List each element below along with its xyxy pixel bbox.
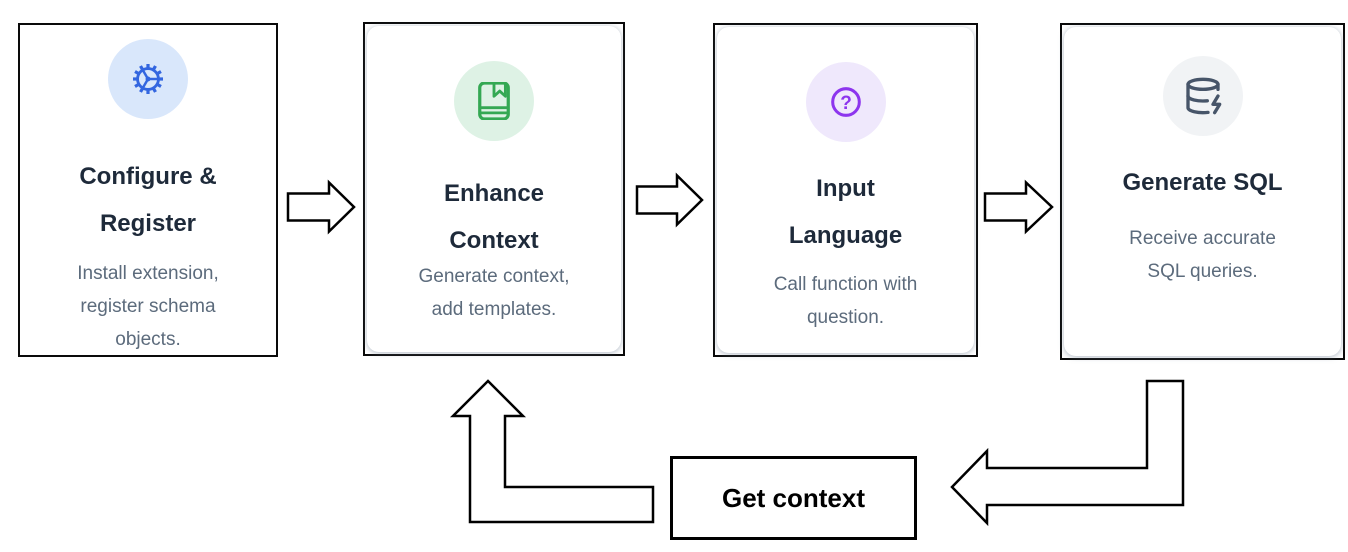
step-title: Input Language: [715, 165, 976, 259]
step-desc-line: Receive accurate: [1129, 228, 1276, 249]
step-title-line: Context: [449, 227, 539, 254]
step-desc-line: Install extension,: [77, 263, 219, 284]
step-description: Call function with question.: [715, 268, 976, 334]
step-desc-line: SQL queries.: [1147, 261, 1258, 282]
question-icon-circle: ?: [805, 62, 886, 142]
step-description: Install extension, register schema objec…: [20, 257, 276, 356]
database-zap-icon: [1185, 77, 1221, 115]
step-desc-line: objects.: [115, 329, 181, 350]
step-title: Enhance Context: [365, 170, 623, 264]
step-card-generate-sql: Generate SQL Receive accurate SQL querie…: [1060, 23, 1345, 360]
get-context-label: Get context: [721, 482, 866, 513]
step-title-line: Language: [788, 222, 903, 249]
step-title: Generate SQL: [1062, 159, 1343, 206]
database-icon-circle: [1162, 56, 1243, 136]
step-desc-line: add templates.: [431, 299, 557, 320]
book-bookmark-icon: [478, 82, 510, 120]
flow-arrow-3-right-icon: [983, 179, 1054, 235]
flow-arrow-1-right-icon: [286, 179, 356, 235]
feedback-arrow-down-left-icon: [950, 379, 1185, 527]
step-description: Receive accurate SQL queries.: [1062, 222, 1343, 288]
step-card-enhance-context: Enhance Context Generate context, add te…: [363, 22, 625, 356]
step-title-line: Enhance: [443, 180, 545, 207]
step-card-configure-register: Configure & Register Install extension, …: [18, 23, 278, 357]
step-desc-line: Generate context,: [418, 266, 570, 287]
step-title-line: Generate SQL: [1122, 169, 1283, 196]
step-description: Generate context, add templates.: [365, 260, 623, 326]
step-desc-line: Call function with: [773, 274, 918, 295]
step-title-line: Input: [816, 175, 875, 202]
step-title: Configure & Register: [20, 153, 276, 247]
step-title-line: Register: [99, 210, 197, 237]
feedback-arrow-up-icon: [449, 379, 655, 524]
step-title-line: Configure &: [79, 163, 217, 190]
gear-icon: [132, 63, 164, 95]
gear-icon-circle: [108, 39, 188, 119]
question-circle-icon: ?: [830, 87, 861, 117]
svg-text:?: ?: [840, 93, 852, 114]
book-icon-circle: [454, 61, 534, 141]
step-card-input-language: ? Input Language Call function with ques…: [713, 23, 978, 357]
step-desc-line: register schema: [80, 296, 216, 317]
step-desc-line: question.: [806, 307, 885, 328]
get-context-box: Get context: [670, 456, 917, 540]
flow-arrow-2-right-icon: [635, 172, 704, 228]
